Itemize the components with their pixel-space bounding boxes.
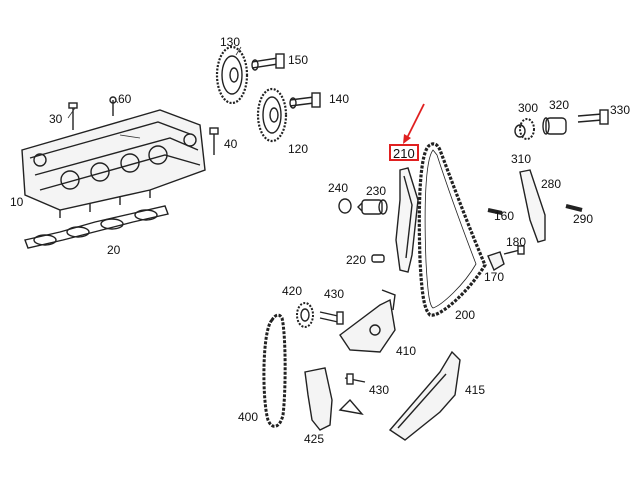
guide-415[interactable] — [388, 350, 461, 441]
bolt-430-lower[interactable] — [344, 373, 366, 385]
tensioner-rail-280[interactable] — [519, 169, 546, 243]
cylinder-head[interactable] — [21, 109, 206, 218]
camshaft-sprocket-130[interactable] — [215, 45, 249, 105]
label-210[interactable]: 210 — [393, 146, 415, 161]
label-30: 30 — [49, 112, 63, 126]
bolt-330[interactable] — [577, 109, 609, 125]
guide-rail-210[interactable] — [395, 167, 419, 273]
label-430-lower: 430 — [369, 383, 390, 397]
label-20: 20 — [107, 243, 121, 257]
sprocket-420[interactable] — [296, 302, 314, 328]
label-150: 150 — [288, 53, 309, 67]
tensioner-410[interactable] — [339, 289, 396, 353]
camshaft-sprocket-120[interactable] — [256, 87, 288, 143]
pointer-arrow — [403, 103, 425, 144]
bolt-180[interactable] — [503, 245, 525, 255]
label-310: 310 — [511, 152, 532, 166]
bolt-140[interactable] — [289, 92, 321, 109]
highlight-box — [389, 144, 419, 161]
o-ring-240[interactable] — [338, 198, 352, 214]
label-170: 170 — [484, 270, 505, 284]
label-10: 10 — [10, 195, 24, 209]
pin-290[interactable] — [565, 204, 583, 212]
gear-300[interactable] — [514, 118, 535, 140]
pin-160[interactable] — [487, 208, 503, 215]
label-400: 400 — [238, 410, 259, 424]
label-240: 240 — [328, 181, 349, 195]
bolt-40[interactable] — [209, 127, 219, 155]
label-130: 130 — [220, 35, 241, 49]
label-425: 425 — [304, 432, 325, 446]
tensioner-230[interactable] — [357, 199, 388, 215]
bolt-30[interactable] — [68, 102, 78, 130]
chain-400[interactable] — [262, 313, 287, 428]
label-330: 330 — [610, 103, 631, 117]
label-60: 60 — [118, 92, 132, 106]
label-120: 120 — [288, 142, 309, 156]
label-430-upper: 430 — [324, 287, 345, 301]
bolt-430-upper[interactable] — [319, 311, 344, 325]
label-200: 200 — [455, 308, 476, 322]
label-420: 420 — [282, 284, 303, 298]
timing-chain-200[interactable] — [417, 142, 487, 317]
label-320: 320 — [549, 98, 570, 112]
label-410: 410 — [396, 344, 417, 358]
leader-lines — [67, 46, 242, 139]
label-160: 160 — [494, 209, 515, 223]
label-220: 220 — [346, 253, 367, 267]
label-180: 180 — [506, 235, 527, 249]
cap-320[interactable] — [542, 117, 567, 135]
label-280: 280 — [541, 177, 562, 191]
tensioner-425[interactable] — [304, 367, 364, 431]
bracket-170[interactable] — [487, 251, 505, 272]
bolt-150[interactable] — [251, 53, 285, 71]
label-40: 40 — [224, 137, 238, 151]
label-415: 415 — [465, 383, 486, 397]
label-230: 230 — [366, 184, 387, 198]
stud-60[interactable] — [109, 96, 117, 116]
gasket-20[interactable] — [24, 205, 169, 249]
pin-220[interactable] — [371, 254, 385, 263]
label-140: 140 — [329, 92, 350, 106]
label-290: 290 — [573, 212, 594, 226]
label-300: 300 — [518, 101, 539, 115]
